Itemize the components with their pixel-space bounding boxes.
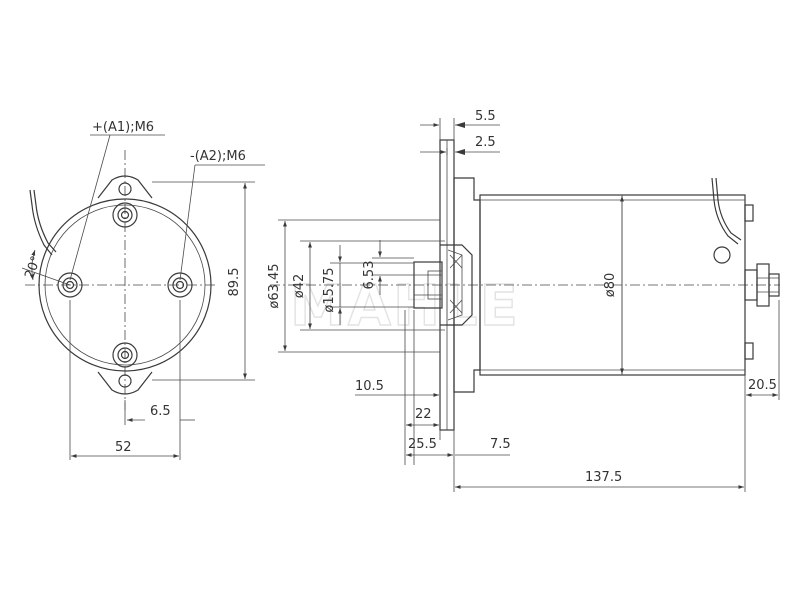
label-dia-80: ø80 [603,273,618,298]
label-terminal-a2: -(A2);M6 [190,149,246,164]
label-5-5: 5.5 [475,109,496,124]
label-20-5: 20.5 [748,378,777,393]
label-angle: 20° [22,254,44,281]
flange-hole-top [118,182,132,196]
label-22: 22 [415,407,432,422]
side-view: 5.5 2.5 ø63.45 ø42 ø15.75 6.53 ø80 [267,109,780,492]
label-terminal-a1: +(A1);M6 [92,120,154,135]
front-body-circle [38,198,212,372]
front-wire [29,189,53,256]
label-height-89-5: 89.5 [227,268,242,297]
bolt-bottom [112,342,138,368]
label-6-53: 6.53 [362,261,377,290]
label-dia-42: ø42 [292,274,307,299]
bolt-top [112,202,138,228]
label-offset-6-5: 6.5 [150,404,171,419]
label-dia-63-45: ø63.45 [267,263,282,308]
label-width-52: 52 [115,440,132,455]
label-dia-15-75: ø15.75 [322,267,337,312]
front-flange-outline [97,175,153,395]
leader-a1 [69,134,111,281]
front-view: +(A1);M6 -(A2);M6 20° 89.5 6.5 52 [21,120,265,460]
bearing [440,244,473,326]
label-2-5: 2.5 [475,135,496,150]
label-10-5: 10.5 [355,379,384,394]
flange-hole-bottom [118,374,132,388]
front-body-inner-circle [44,204,206,366]
label-25-5: 25.5 [408,437,437,452]
rear-terminal-bolts [744,204,780,360]
terminal-a1-bolt [57,272,83,298]
label-137-5: 137.5 [585,470,622,485]
rear-wire [711,177,739,245]
label-7-5: 7.5 [490,437,511,452]
leader-a2 [179,164,196,281]
